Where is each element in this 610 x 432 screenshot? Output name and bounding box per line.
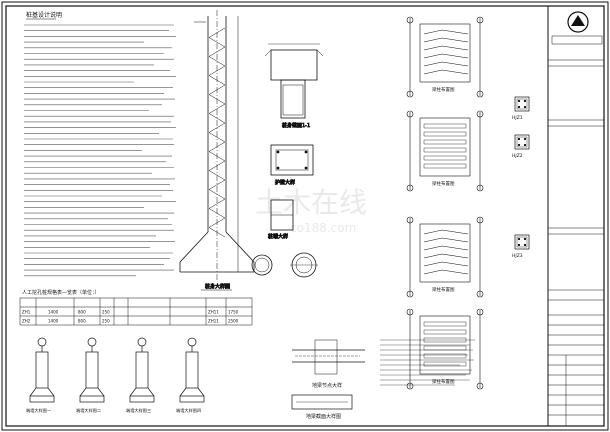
beam-layout-plan: [406, 216, 484, 298]
section-b-label: 护壁大样: [275, 179, 295, 186]
section-a: 桩身截面1-1: [264, 43, 324, 129]
table-cell: 1400: [48, 319, 59, 324]
pile-spiral-stirrups: [208, 27, 226, 238]
table-cell: 800: [78, 310, 86, 315]
pile-elevation: 桩身大样图: [179, 10, 255, 290]
beam-layout-plan: [406, 110, 484, 192]
table-cell: 1750: [228, 310, 239, 315]
company-logo: [567, 11, 589, 33]
beam-layout-plan: [406, 16, 484, 98]
detail-notes: [380, 339, 475, 386]
table-cell: 2500: [228, 319, 239, 324]
joint-label: 地梁节点大样: [312, 382, 342, 389]
column-section: [514, 234, 530, 250]
column-section: [514, 96, 530, 112]
design-notes: 桩基设计说明: [24, 11, 176, 277]
circle-section-1: [251, 254, 273, 276]
joint-detail: 地梁节点大样: [292, 339, 365, 389]
section-b: 护壁大样: [270, 144, 314, 186]
foundation-detail: [29, 337, 55, 403]
table-cell: 250: [102, 319, 110, 324]
section-c: 桩端大样: [268, 199, 294, 240]
foundation-detail-label: 端墙大样图三: [126, 407, 151, 414]
title-block-rows: [548, 59, 604, 426]
notes-title: 桩基设计说明: [26, 11, 62, 19]
table-border: [19, 297, 253, 326]
beam-layout-plan: [406, 308, 484, 390]
pile-stirrup-zigzag: [208, 27, 226, 238]
pile-elevation-label: 桩身大样图: [205, 283, 230, 290]
table-cell: ZH1: [22, 310, 31, 315]
circle-section-2: [290, 252, 318, 278]
watermark-sub: co188.com: [290, 221, 356, 235]
beam-section-label: 地梁截面大样图: [306, 413, 341, 420]
foundation-detail: [129, 337, 155, 403]
section-c-label: 桩端大样: [268, 233, 288, 240]
table-cell: ZH11: [208, 310, 219, 315]
beam-layout-label: 梁柱布置图: [432, 180, 455, 187]
foundation-details: 端墙大样图一 端墙大样图二 端墙大样图三 端墙大样图四: [26, 337, 205, 414]
notes-text-lines: [24, 24, 176, 277]
foundation-detail-label: 端墙大样图一: [26, 407, 51, 414]
beam-layout-label: 梁柱布置图: [432, 286, 455, 293]
table-cell: ZH11: [208, 319, 219, 324]
table-cell: 1400: [48, 310, 59, 315]
section-a-label: 桩身截面1-1: [282, 122, 310, 129]
column-section-label: HJZ1: [512, 115, 523, 121]
sheet-inner-border: [5, 5, 605, 427]
foundation-detail-label: 端墙大样图二: [76, 407, 101, 414]
table-cell: ZH2: [22, 319, 31, 324]
table-cell: 250: [102, 310, 110, 315]
table-cell: 800: [78, 319, 86, 324]
foundation-detail-label: 端墙大样图四: [176, 407, 201, 414]
watermark: 土木在线 co188.com: [255, 186, 367, 235]
company-name-bar: [551, 35, 603, 45]
table-title: 人工挖孔桩规格表—览表（单位：）: [22, 289, 100, 296]
beam-layout-label: 梁柱布置图: [432, 86, 455, 93]
column-section-label: HJZ2: [512, 153, 523, 159]
column-section: [514, 134, 530, 150]
beam-section: 地梁截面大样图: [291, 394, 353, 420]
watermark-main: 土木在线: [255, 186, 367, 219]
foundation-detail: [179, 337, 205, 403]
foundation-detail: [79, 337, 105, 403]
title-block: [547, 6, 604, 426]
column-section-label: HJZ3: [512, 253, 523, 259]
beam-layout-label: 梁柱布置图: [432, 378, 455, 385]
table-grid: [19, 297, 253, 326]
